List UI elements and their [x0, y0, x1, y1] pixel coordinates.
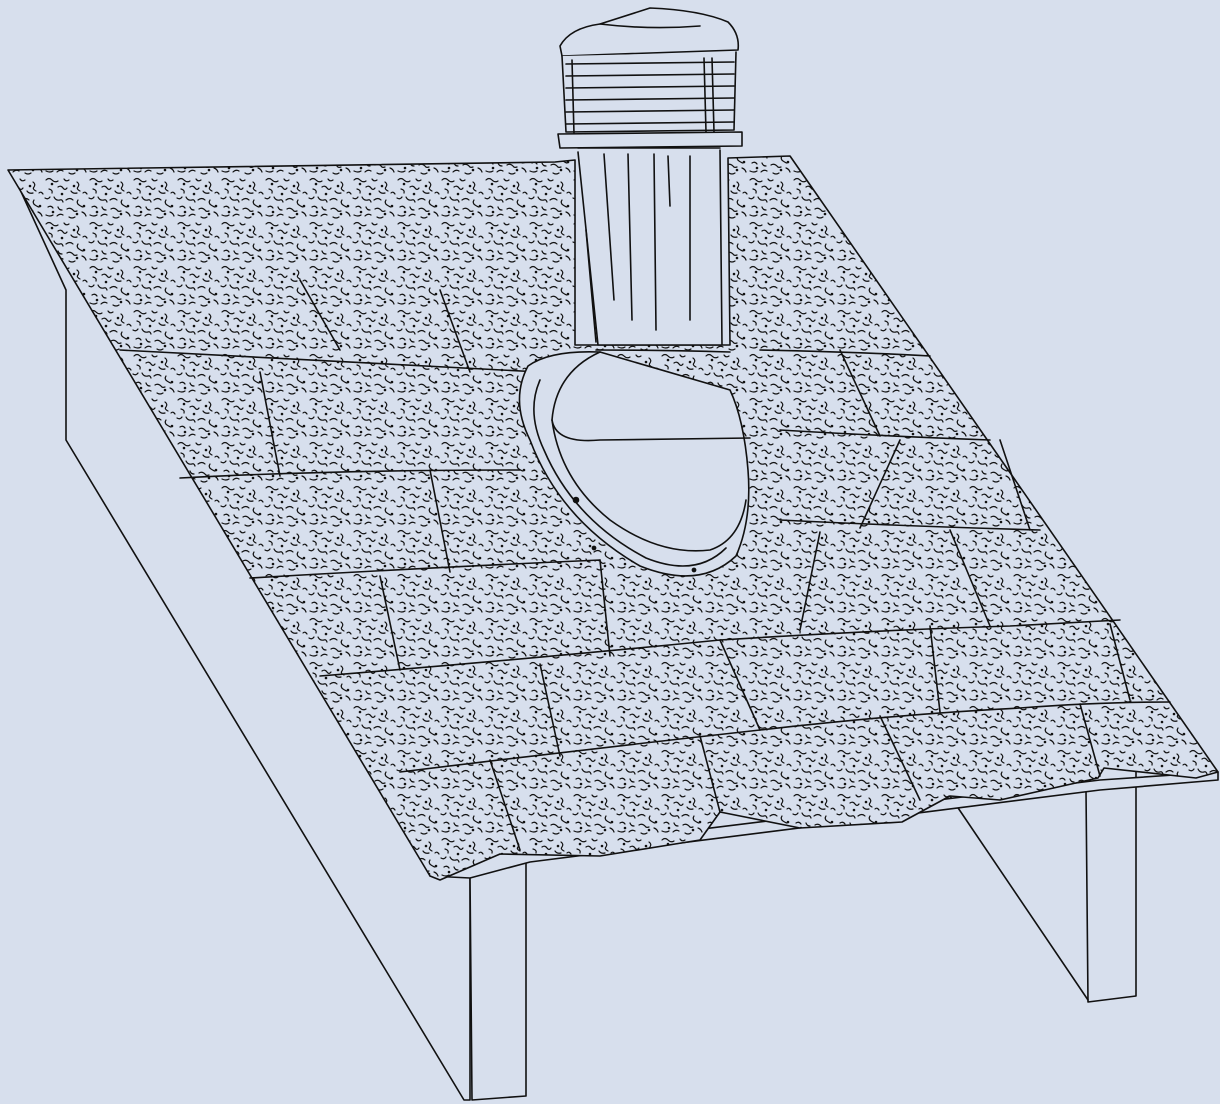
- flashing-base: [518, 349, 751, 577]
- vent-cap: [557, 7, 743, 149]
- support-post-back: [949, 769, 1137, 1003]
- vent-pipe: [577, 149, 723, 346]
- support-post-front: [469, 861, 527, 1101]
